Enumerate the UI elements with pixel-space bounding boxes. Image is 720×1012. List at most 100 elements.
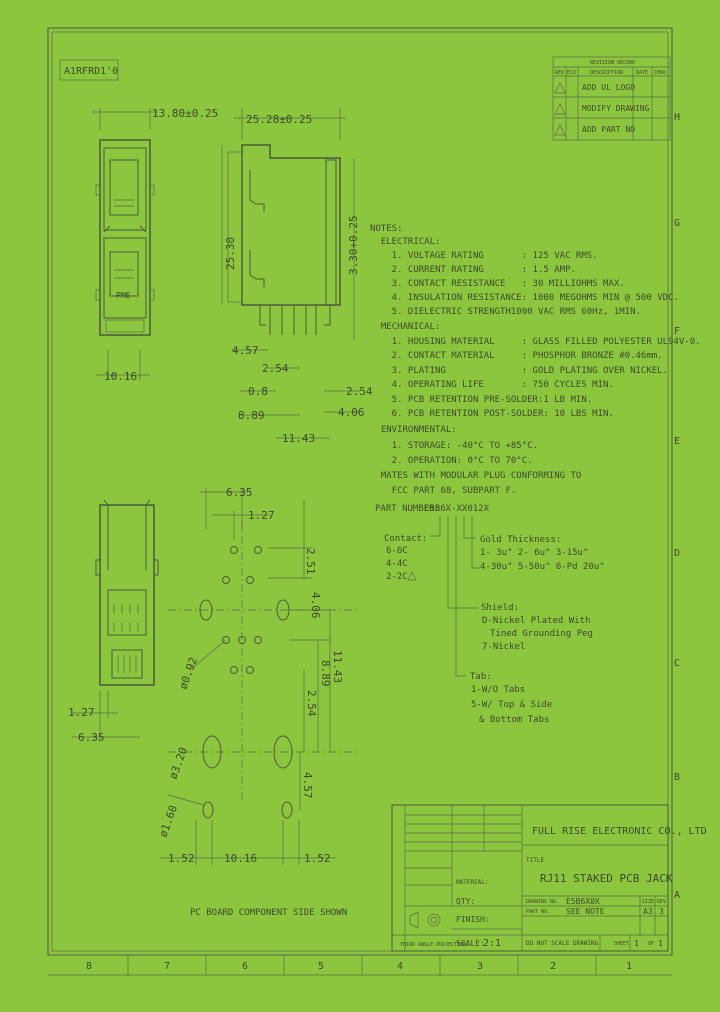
- qty-label: QTY:: [456, 897, 475, 906]
- dim-8-89: 8.89: [238, 409, 265, 422]
- part-number-label: PART NUMBER:: [375, 504, 440, 514]
- row-label-c: C: [674, 658, 680, 669]
- pcb-layout-view: 6.35 1.27 2.51 ø0.92 4.06 2.54 8.89 11.4…: [157, 486, 360, 918]
- note-line: FCC PART 68, SUBPART F.: [370, 486, 516, 496]
- dim-11-43: 11.43: [282, 432, 315, 445]
- shield-option-2: Tined Grounding Peg: [490, 629, 593, 639]
- dim-pcb-2-54: 2.54: [305, 690, 318, 717]
- dim-pcb-4-06: 4.06: [309, 592, 322, 619]
- dim-pcb-6-35: 6.35: [226, 486, 253, 499]
- note-line: 6. PCB RETENTION POST-SOLDER: 10 LBS MIN…: [370, 409, 614, 419]
- part-number-value: E5B6X-XX012X: [424, 504, 490, 514]
- column-label-6: 6: [242, 961, 248, 972]
- rev-header-date: DATE: [636, 70, 648, 76]
- dim-bottom-1-27: 1.27: [68, 706, 95, 719]
- rev-row-2-desc: MODIFY DRAWING: [582, 104, 650, 113]
- third-angle-label: THIRD ANGLE PROJECTION: [400, 942, 466, 948]
- contact-option-2: 4-4C: [386, 559, 408, 569]
- rev-header-eco: ECO: [567, 70, 576, 76]
- column-label-2: 2: [550, 961, 556, 972]
- note-line: MECHANICAL:: [370, 322, 440, 332]
- third-angle-projection-icon: [409, 911, 441, 929]
- row-label-h: H: [674, 112, 680, 123]
- note-line: 3. CONTACT RESISTANCE : 30 MILLIOHMS MAX…: [370, 279, 625, 289]
- title-label: TITLE: [526, 857, 544, 864]
- drawing-ref: A1RFRD1'0: [64, 66, 118, 77]
- note-line: ENVIRONMENTAL:: [370, 425, 457, 435]
- rev-header-desc: DESCRIPTION: [590, 70, 623, 76]
- no-scale-note: DO NOT SCALE DRAWING: [526, 940, 599, 947]
- title-block: FULL RISE ELECTRONIC CO., LTD TITLE RJ11…: [391, 804, 707, 952]
- dim-pcb-1-52-left: 1.52: [168, 852, 195, 865]
- of-value: 1: [658, 939, 663, 948]
- tab-title: Tab:: [470, 672, 492, 682]
- column-label-1: 1: [626, 961, 632, 972]
- dim-4-57: 4.57: [232, 344, 259, 357]
- row-label-g: G: [674, 218, 680, 229]
- dim-pcb-1-60: ø1.60: [157, 803, 181, 839]
- note-line: 5. DIELECTRIC STRENGTH1000 VAC RMS 60Hz,…: [370, 307, 641, 317]
- dim-0-8: 0.8: [248, 385, 268, 398]
- part-no: SEE NOTE: [566, 907, 605, 916]
- drawing-no-label: DRAWING NO.: [526, 899, 559, 905]
- dim-pcb-2-51: 2.51: [304, 548, 317, 575]
- material-label: MATERIAL:: [456, 879, 489, 886]
- contact-option-3: 2-2C: [386, 572, 408, 582]
- dim-pcb-1-27: 1.27: [248, 509, 275, 522]
- inner-border: [51, 31, 669, 952]
- rev-header-chkd: CHKD: [654, 70, 666, 76]
- row-label-a: A: [674, 890, 680, 901]
- rev-value: 3: [659, 907, 664, 916]
- sheet-value: 1: [634, 939, 639, 948]
- pme-marking: PME: [116, 291, 131, 300]
- gold-option-1: 1- 3u" 2- 6u" 3-15u": [480, 548, 588, 558]
- front-view: PME 13.80±0.25 10.16: [92, 107, 218, 383]
- note-line: MATES WITH MODULAR PLUG CONFORMING TO: [370, 471, 581, 481]
- pcb-caption: PC BOARD COMPONENT SIDE SHOWN: [190, 908, 347, 918]
- dim-side-height: 25.30: [224, 237, 237, 270]
- dim-front-width: 13.80±0.25: [152, 107, 218, 120]
- dim-pcb-11-43: 11.43: [331, 650, 344, 683]
- rev-label: REV: [657, 899, 666, 905]
- dim-pcb-3-20: ø3.20: [167, 745, 191, 781]
- dim-pcb-4-57: 4.57: [301, 772, 314, 799]
- drawing-no: E5B6X0X: [566, 897, 600, 906]
- contact-option-1: 6-6C: [386, 546, 408, 556]
- shield-option-1: D-Nickel Plated With: [482, 616, 590, 626]
- gold-option-2: 4-30u" 5-50u" 6-Pd 20u": [480, 562, 605, 572]
- size-label: SIZE: [642, 899, 654, 905]
- column-label-5: 5: [318, 961, 324, 972]
- part-number-block: PART NUMBER: E5B6X-XX012X Gold Thickness…: [375, 504, 605, 725]
- tab-option-2: 5-W/ Top & Side: [471, 700, 552, 710]
- finish-label: FINISH:: [456, 915, 490, 924]
- dim-2-54b: 2.54: [346, 385, 373, 398]
- note-line: 2. OPERATION: 0°C TO 70°C.: [370, 456, 533, 466]
- bottom-view: 1.27 6.35: [68, 499, 159, 744]
- column-label-4: 4: [397, 961, 403, 972]
- part-no-label: PART NO.: [526, 909, 550, 915]
- column-label-7: 7: [164, 961, 170, 972]
- scale-value: 2:1: [483, 938, 501, 949]
- sheet-label: SHEET: [614, 941, 629, 947]
- outer-border: [47, 27, 673, 956]
- tab-option-1: 1-W/O Tabs: [471, 685, 525, 695]
- size-value: A3: [643, 907, 653, 916]
- dim-pcb-1-52-right: 1.52: [304, 852, 331, 865]
- dim-pcb-10-16: 10.16: [224, 852, 257, 865]
- note-line: 1. VOLTAGE RATING : 125 VAC RMS.: [370, 251, 598, 261]
- drawing-title: RJ11 STAKED PCB JACK: [540, 872, 673, 885]
- dim-side-width: 25.28±0.25: [246, 113, 312, 126]
- row-label-e: E: [674, 436, 680, 447]
- notes-block: NOTES: ELECTRICAL: 1. VOLTAGE RATING : 1…: [370, 224, 701, 496]
- contact-title: Contact:: [384, 534, 427, 544]
- side-view: 25.28±0.25 25.30 3.30+0.25 4.57 2.54 0.8…: [221, 108, 373, 445]
- dim-bottom-6-35: 6.35: [78, 731, 105, 744]
- note-line: 4. OPERATING LIFE : 750 CYCLES MIN.: [370, 380, 614, 390]
- dim-front-pitch: 10.16: [104, 370, 137, 383]
- row-label-d: D: [674, 548, 680, 559]
- of-label: OF: [648, 941, 654, 947]
- company-name: FULL RISE ELECTRONIC CO., LTD: [532, 826, 707, 837]
- rev-row-3-desc: ADD PART NO: [582, 125, 635, 134]
- dim-4-06: 4.06: [338, 406, 365, 419]
- row-label-f: F: [674, 326, 680, 337]
